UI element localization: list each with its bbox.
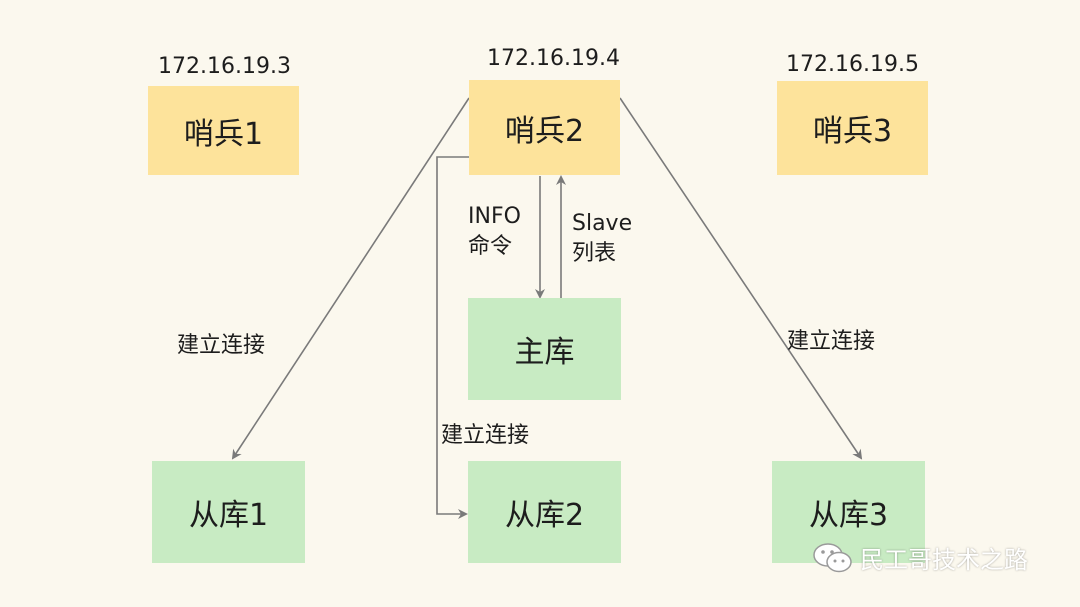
master-node: 主库 bbox=[468, 298, 621, 400]
watermark: 民工哥技术之路 bbox=[812, 540, 1028, 575]
replica3-label: 从库3 bbox=[808, 498, 889, 533]
replica1-label: 从库1 bbox=[188, 498, 269, 533]
info-command-line2: 命令 bbox=[468, 234, 513, 259]
sentinel3-node: 哨兵3 bbox=[777, 81, 928, 175]
connect-middle-label: 建立连接 bbox=[441, 423, 530, 448]
master-label: 主库 bbox=[514, 335, 575, 370]
sentinel1-label: 哨兵1 bbox=[183, 116, 264, 152]
edge-sentinel2-replica3 bbox=[619, 97, 863, 460]
connect-right-label: 建立连接 bbox=[787, 329, 876, 354]
replica2-label: 从库2 bbox=[504, 498, 585, 533]
sentinel3-ip: 172.16.19.5 bbox=[786, 52, 919, 77]
connect-left-label: 建立连接 bbox=[177, 333, 266, 358]
watermark-text: 民工哥技术之路 bbox=[860, 546, 1028, 574]
wechat-icon bbox=[813, 542, 852, 572]
slave-list-label: Slave 列表 bbox=[572, 209, 632, 269]
slave-list-line1: Slave bbox=[572, 211, 633, 236]
replica2-node: 从库2 bbox=[468, 461, 621, 563]
info-command-label: INFO 命令 bbox=[468, 202, 521, 262]
edge-sentinel2-replica2 bbox=[436, 156, 469, 519]
sentinel2-ip: 172.16.19.4 bbox=[487, 46, 620, 71]
info-command-line1: INFO bbox=[468, 204, 521, 229]
edge-sentinel2-replica1 bbox=[231, 97, 470, 460]
sentinel3-label: 哨兵3 bbox=[812, 114, 893, 149]
sentinel1-ip: 172.16.19.3 bbox=[158, 54, 291, 79]
sentinel1-node: 哨兵1 bbox=[148, 86, 299, 175]
sentinel2-label: 哨兵2 bbox=[504, 113, 585, 149]
slave-list-line2: 列表 bbox=[572, 241, 617, 266]
replica3-node: 从库3 bbox=[772, 461, 925, 563]
sentinel2-node: 哨兵2 bbox=[469, 80, 620, 175]
replica1-node: 从库1 bbox=[152, 461, 305, 563]
